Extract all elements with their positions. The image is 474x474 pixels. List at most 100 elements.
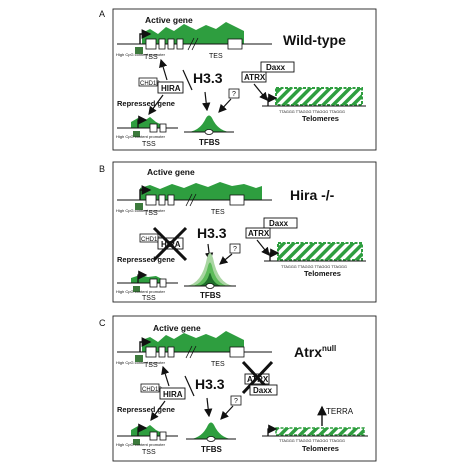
arrow-icon <box>256 239 270 256</box>
exon <box>229 346 245 358</box>
nucleosome-icon <box>205 283 215 289</box>
daxx-box <box>260 61 295 73</box>
hira-box <box>157 81 184 94</box>
atrx-box <box>245 227 271 239</box>
promoter-label: High CpG content promoter <box>116 208 166 213</box>
unknown-box <box>230 395 242 406</box>
arrow-icon <box>161 365 170 387</box>
h33-label: H3.3 <box>197 225 227 241</box>
promoter-box <box>135 355 143 362</box>
telomeres-label: Telomeres <box>302 444 339 453</box>
chd1-label: CHD1? <box>141 237 161 243</box>
daxx-label: Daxx <box>266 63 286 72</box>
tss-label: TSS <box>144 210 158 217</box>
tss-arrow-icon <box>139 337 152 352</box>
tss-label: TSS <box>142 141 156 148</box>
unknown-box <box>229 243 241 254</box>
promoter-label: High CpG content promoter <box>116 289 166 294</box>
exon <box>149 123 158 133</box>
repressed-gene-label: Repressed gene <box>117 405 175 414</box>
arrow-icon <box>150 400 166 421</box>
tes-label: TES <box>211 209 225 216</box>
tfbs-label: TFBS <box>201 445 223 454</box>
break-mark <box>187 37 199 51</box>
break-mark <box>185 345 197 359</box>
hira-label: HIRA <box>163 390 183 399</box>
exon <box>145 346 157 358</box>
telomere-repeat: TTAGGG TTAGGG TTAGGG TTAGGG <box>281 265 347 269</box>
promoter-label: High CpG content promoter <box>116 134 166 139</box>
telomeres-label: Telomeres <box>304 269 341 278</box>
tfbs-label: TFBS <box>200 291 222 300</box>
exon <box>227 38 243 50</box>
tss-arrow-icon <box>267 424 278 436</box>
panel-title: Wild-type <box>283 32 346 48</box>
chd1-label: CHD1? <box>142 387 162 393</box>
promoter-box <box>135 47 143 54</box>
active-gene-signal <box>142 22 244 44</box>
active-gene-label: Active gene <box>153 323 201 333</box>
unknown-label: ? <box>233 246 237 253</box>
tss-arrow-icon <box>137 270 148 283</box>
hira-box <box>159 387 186 400</box>
tes-label: TES <box>211 361 225 368</box>
promoter-label: High CpG content promoter <box>116 52 166 57</box>
active-gene-label: Active gene <box>147 167 195 177</box>
repressed-gene-label: Repressed gene <box>117 255 175 264</box>
telomere-chromatin <box>275 87 363 106</box>
tfbs-peak-dark <box>197 273 223 286</box>
unknown-label: ? <box>232 91 236 98</box>
exon <box>159 431 167 441</box>
atrx-label: ATRX <box>244 73 266 82</box>
telomeres-label: Telomeres <box>302 114 339 123</box>
arrow-icon <box>219 253 233 265</box>
unknown-label: ? <box>234 398 238 405</box>
tss-label: TSS <box>144 362 158 369</box>
promoter-label: High CpG content promoter <box>116 360 166 365</box>
exon <box>159 123 167 133</box>
exon <box>229 194 245 206</box>
telomere-chromatin <box>277 242 363 261</box>
nucleosome-icon <box>206 436 216 442</box>
telomere-repeat: TTAGGG TTAGGG TTAGGG TTAGGG <box>279 110 345 114</box>
exon <box>159 278 167 288</box>
exon <box>145 194 157 206</box>
exon <box>145 38 157 50</box>
arrow-icon <box>202 91 211 112</box>
tss-arrow-icon <box>139 29 152 44</box>
exon <box>158 194 166 206</box>
arrow-icon <box>159 58 168 81</box>
atrx-box <box>241 71 267 83</box>
promoter-box <box>133 131 140 137</box>
arrow-icon <box>148 94 164 115</box>
exon <box>176 38 184 50</box>
atrx-label: ATRX <box>248 229 270 238</box>
unknown-box <box>228 88 240 99</box>
cross-icon <box>152 226 188 262</box>
arrow-icon <box>204 397 213 418</box>
arrow-icon <box>253 83 268 101</box>
connector-line <box>182 69 193 91</box>
tfbs-label: TFBS <box>199 138 221 147</box>
tes-label: TES <box>209 53 223 60</box>
tss-arrow-icon <box>269 248 280 261</box>
exon <box>167 38 175 50</box>
exon <box>167 346 175 358</box>
arrow-icon <box>218 98 232 113</box>
panel-letter: A <box>99 9 105 19</box>
active-gene-label: Active gene <box>145 15 193 25</box>
panel-frame <box>112 315 377 462</box>
exon <box>149 278 158 288</box>
tss-arrow-icon <box>137 115 148 128</box>
panel-title: Hira -/- <box>290 187 335 203</box>
telomere-chromatin <box>275 427 365 436</box>
panel-letter: C <box>99 318 106 328</box>
tss-label: TSS <box>144 54 158 61</box>
nucleosome-icon <box>204 129 214 135</box>
terra-label: TERRA <box>326 407 354 416</box>
break-mark <box>185 193 197 207</box>
panel-letter: B <box>99 164 105 174</box>
daxx-box <box>263 217 298 229</box>
chd1-box <box>140 383 160 393</box>
